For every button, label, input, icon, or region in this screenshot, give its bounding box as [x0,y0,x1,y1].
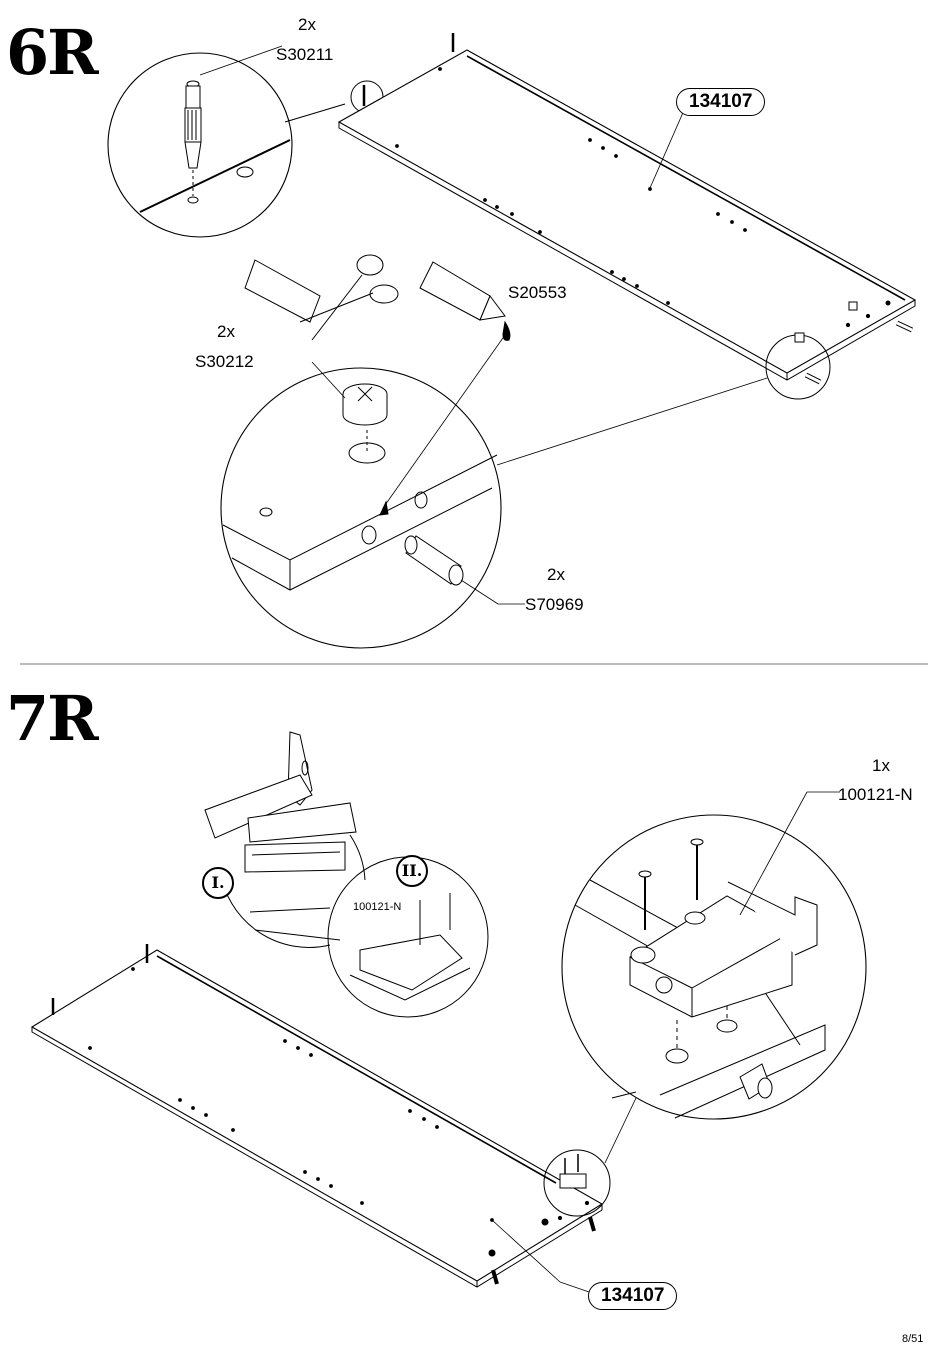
cam-lock-code: S30212 [195,352,254,371]
hinge-qty: 1x [872,756,890,775]
detail-II-part-code: 100121-N [353,901,402,913]
cam-bolt-qty: 2x [298,15,316,34]
glue-tube-icon [245,260,510,340]
cam-bolt-code: S30211 [276,45,334,64]
cam-bolt-icon [185,81,201,168]
dowel-code: S70969 [525,595,584,614]
cam-lock-qty: 2x [217,322,235,341]
step-label-7r: 7R [6,682,99,755]
panel-134107-step6 [339,50,915,380]
panel-code-step7: 134107 [588,1282,678,1310]
panel-code-step6: 134107 [676,88,766,116]
cam-lock-icon [343,384,387,425]
hinge-small-icon [350,893,470,1000]
hinge-detail-circle [562,815,866,1119]
hammer-detail-icon [205,732,365,947]
panel-edge-detail [223,443,497,590]
dowel-qty: 2x [547,565,565,584]
page-number: 8/51 [902,1333,924,1345]
hinge-code: 100121-N [838,785,913,804]
detail-I-marker: I. [202,867,234,899]
cam-lock-detail-circle [221,368,501,648]
detail-II-marker: II. [396,855,428,887]
cam-bolt-detail-circle [108,53,292,237]
hinge-detail [575,839,825,1118]
glue-code: S20553 [508,283,567,302]
scissors-icon [300,255,398,340]
panel-134107-step7 [32,950,602,1287]
step-label-6r: 6R [6,16,99,89]
dowel-icon [405,536,463,585]
